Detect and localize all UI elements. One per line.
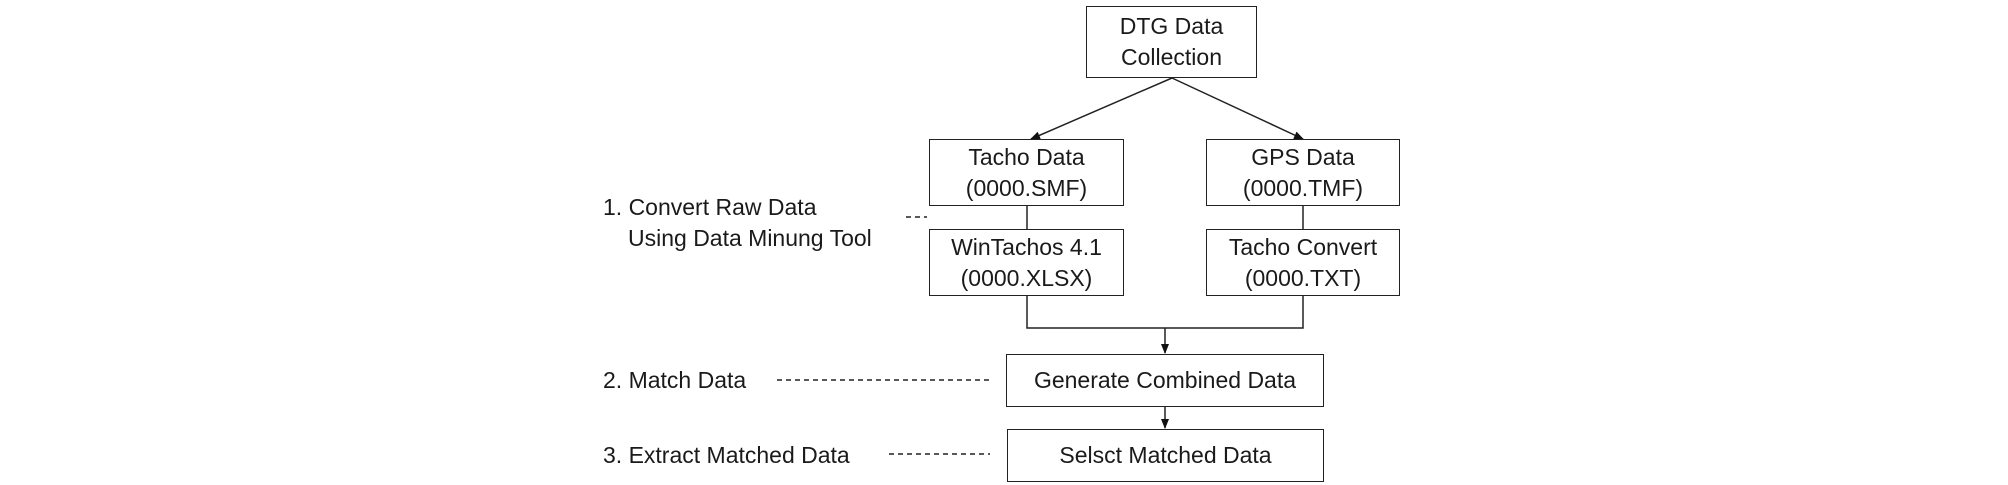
node-label-line1: Selsct Matched Data (1059, 442, 1272, 468)
node-label-line2: (0000.TMF) (1242, 174, 1364, 201)
step-2-line1: 2. Match Data (603, 367, 747, 393)
node-dtg-data-collection: DTG Data Collection (1086, 6, 1257, 78)
node-label-line1: Tacho Data (968, 143, 1085, 170)
node-label-line2: (0000.SMF) (965, 174, 1088, 201)
node-label-line1: WinTachos 4.1 (951, 233, 1102, 260)
node-label-line1: GPS Data (1251, 143, 1355, 170)
edge-collection-to-tacho (1030, 77, 1173, 140)
step-1-line1: 1. Convert Raw Data (603, 194, 817, 220)
node-tacho-data: Tacho Data (0000.SMF) (929, 139, 1124, 206)
node-select-matched-data: Selsct Matched Data (1007, 429, 1324, 482)
node-gps-data: GPS Data (0000.TMF) (1206, 139, 1400, 206)
node-label-line1: Generate Combined Data (1033, 367, 1297, 393)
node-wintachos: WinTachos 4.1 (0000.XLSX) (929, 229, 1124, 296)
step-3-label: 3. Extract Matched Data (603, 440, 850, 471)
edge-merge-to-combined (1026, 296, 1304, 329)
edge-collection-to-gps (1171, 77, 1304, 140)
node-label-line1: DTG Data (1119, 13, 1224, 39)
node-label-line2: (0000.TXT) (1244, 264, 1362, 291)
node-tacho-convert: Tacho Convert (0000.TXT) (1206, 229, 1400, 296)
node-label-line2: (0000.XLSX) (960, 264, 1093, 291)
step-1-line2: Using Data Minung Tool (628, 225, 872, 251)
node-generate-combined-data: Generate Combined Data (1006, 354, 1324, 407)
step-2-label: 2. Match Data (603, 365, 746, 396)
step-1-label: 1. Convert Raw Data Using Data Minung To… (603, 192, 872, 254)
node-label-line2: Collection (1121, 44, 1222, 70)
node-label-line1: Tacho Convert (1228, 233, 1378, 260)
step-3-line1: 3. Extract Matched Data (603, 442, 850, 468)
